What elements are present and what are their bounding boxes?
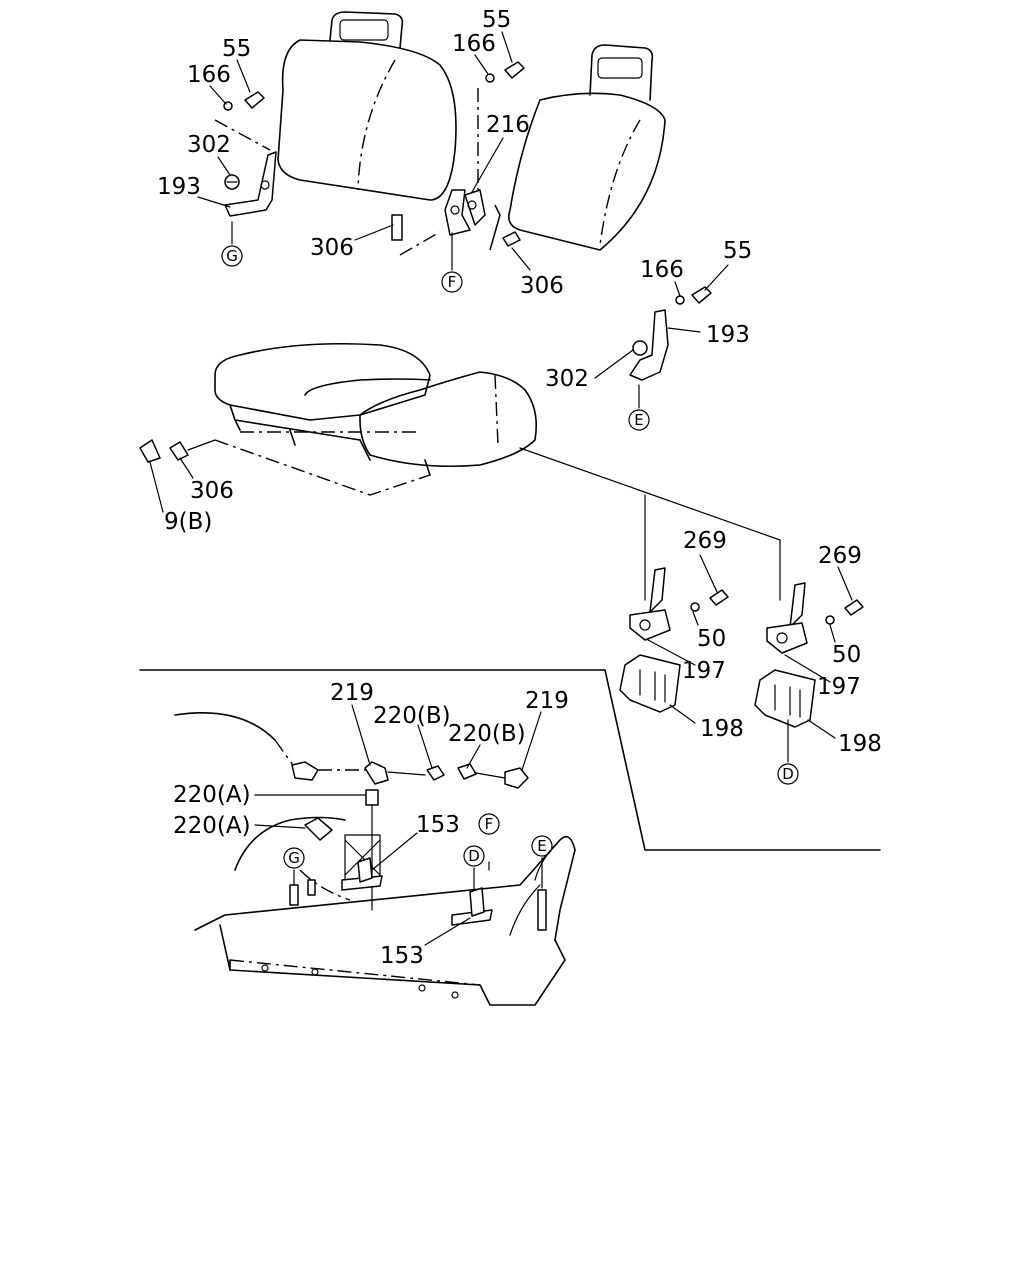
- bracket-193-right: [629, 286, 712, 381]
- ref-e-floor: E: [537, 837, 546, 855]
- callout-197-left: 197: [682, 658, 726, 684]
- callout-220a-upper: 220(A): [173, 782, 251, 808]
- callout-219-right: 219: [525, 688, 569, 714]
- callout-153-lower: 153: [380, 943, 424, 969]
- section-divider: [139, 669, 881, 851]
- callout-55-center: 55: [482, 7, 511, 33]
- callout-166-left: 166: [187, 62, 231, 88]
- left-seat-back: [277, 11, 457, 201]
- latch-assembly-left: [619, 567, 729, 713]
- callout-193-right: 193: [706, 322, 750, 348]
- callout-166-right: 166: [640, 257, 684, 283]
- callout-197-right: 197: [817, 674, 861, 700]
- vehicle-floor: [174, 712, 576, 1006]
- ref-f-top: F: [448, 273, 457, 291]
- callout-193-left: 193: [157, 174, 201, 200]
- bracket-193-left: [214, 91, 277, 217]
- callout-302-left: 302: [187, 132, 231, 158]
- leader-lines: [149, 31, 853, 946]
- floor-hardware: [289, 761, 547, 931]
- callout-50-left: 50: [697, 626, 726, 652]
- ref-e-top: E: [634, 411, 643, 429]
- ref-f-floor: F: [485, 815, 494, 833]
- callout-55-right: 55: [723, 238, 752, 264]
- ref-g-top: G: [226, 247, 238, 265]
- callout-220b-left: 220(B): [373, 703, 451, 729]
- callout-269-right: 269: [818, 543, 862, 569]
- callout-302-right: 302: [545, 366, 589, 392]
- callout-220b-right: 220(B): [448, 721, 526, 747]
- ref-g-floor: G: [288, 849, 300, 867]
- callout-153-upper: 153: [416, 812, 460, 838]
- ref-d-floor: D: [468, 847, 480, 865]
- callout-216: 216: [486, 112, 530, 138]
- bracket-216: [391, 61, 525, 256]
- right-seat-back: [507, 44, 666, 251]
- callout-50-right: 50: [832, 642, 861, 668]
- callout-198-left: 198: [700, 716, 744, 742]
- reference-markers: G F E D G F D E: [221, 245, 799, 869]
- callout-9b: 9(B): [164, 509, 212, 535]
- callout-55-left: 55: [222, 36, 251, 62]
- callout-219-left: 219: [330, 680, 374, 706]
- callout-220a-lower: 220(A): [173, 813, 251, 839]
- bolt-306-and-cap: [139, 431, 431, 496]
- callout-198-right: 198: [838, 731, 882, 757]
- callout-labels: 55 166 302 193 55 166 216 306 306 166 55…: [157, 7, 882, 969]
- callout-306-cushion: 306: [190, 478, 234, 504]
- ref-d-top: D: [782, 765, 794, 783]
- callout-306-back-right: 306: [520, 273, 564, 299]
- latch-assembly-right: [754, 582, 864, 728]
- callout-269-left: 269: [683, 528, 727, 554]
- seat-cushions: [214, 342, 538, 476]
- callout-306-back-left: 306: [310, 235, 354, 261]
- callout-166-center: 166: [452, 31, 496, 57]
